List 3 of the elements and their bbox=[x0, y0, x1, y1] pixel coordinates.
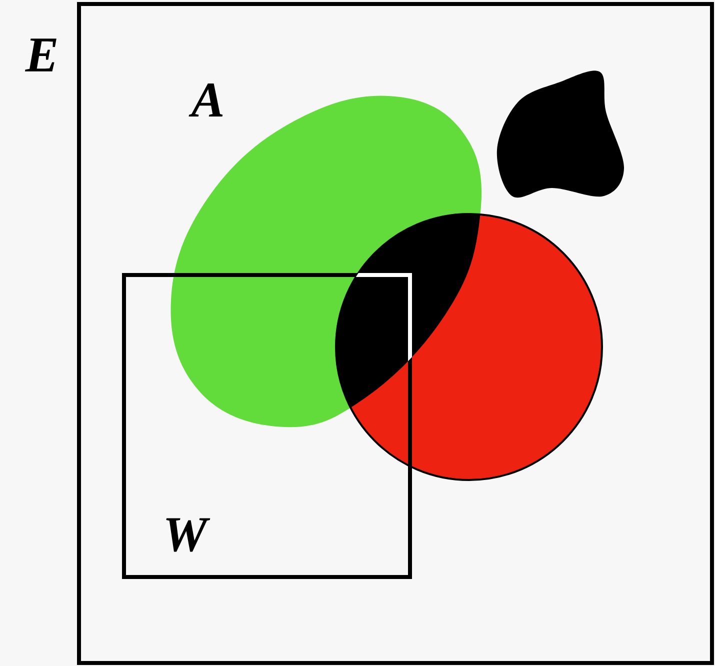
set-square: W bbox=[122, 273, 412, 579]
node-label: E bbox=[24, 38, 56, 72]
blob-shape bbox=[496, 70, 624, 198]
